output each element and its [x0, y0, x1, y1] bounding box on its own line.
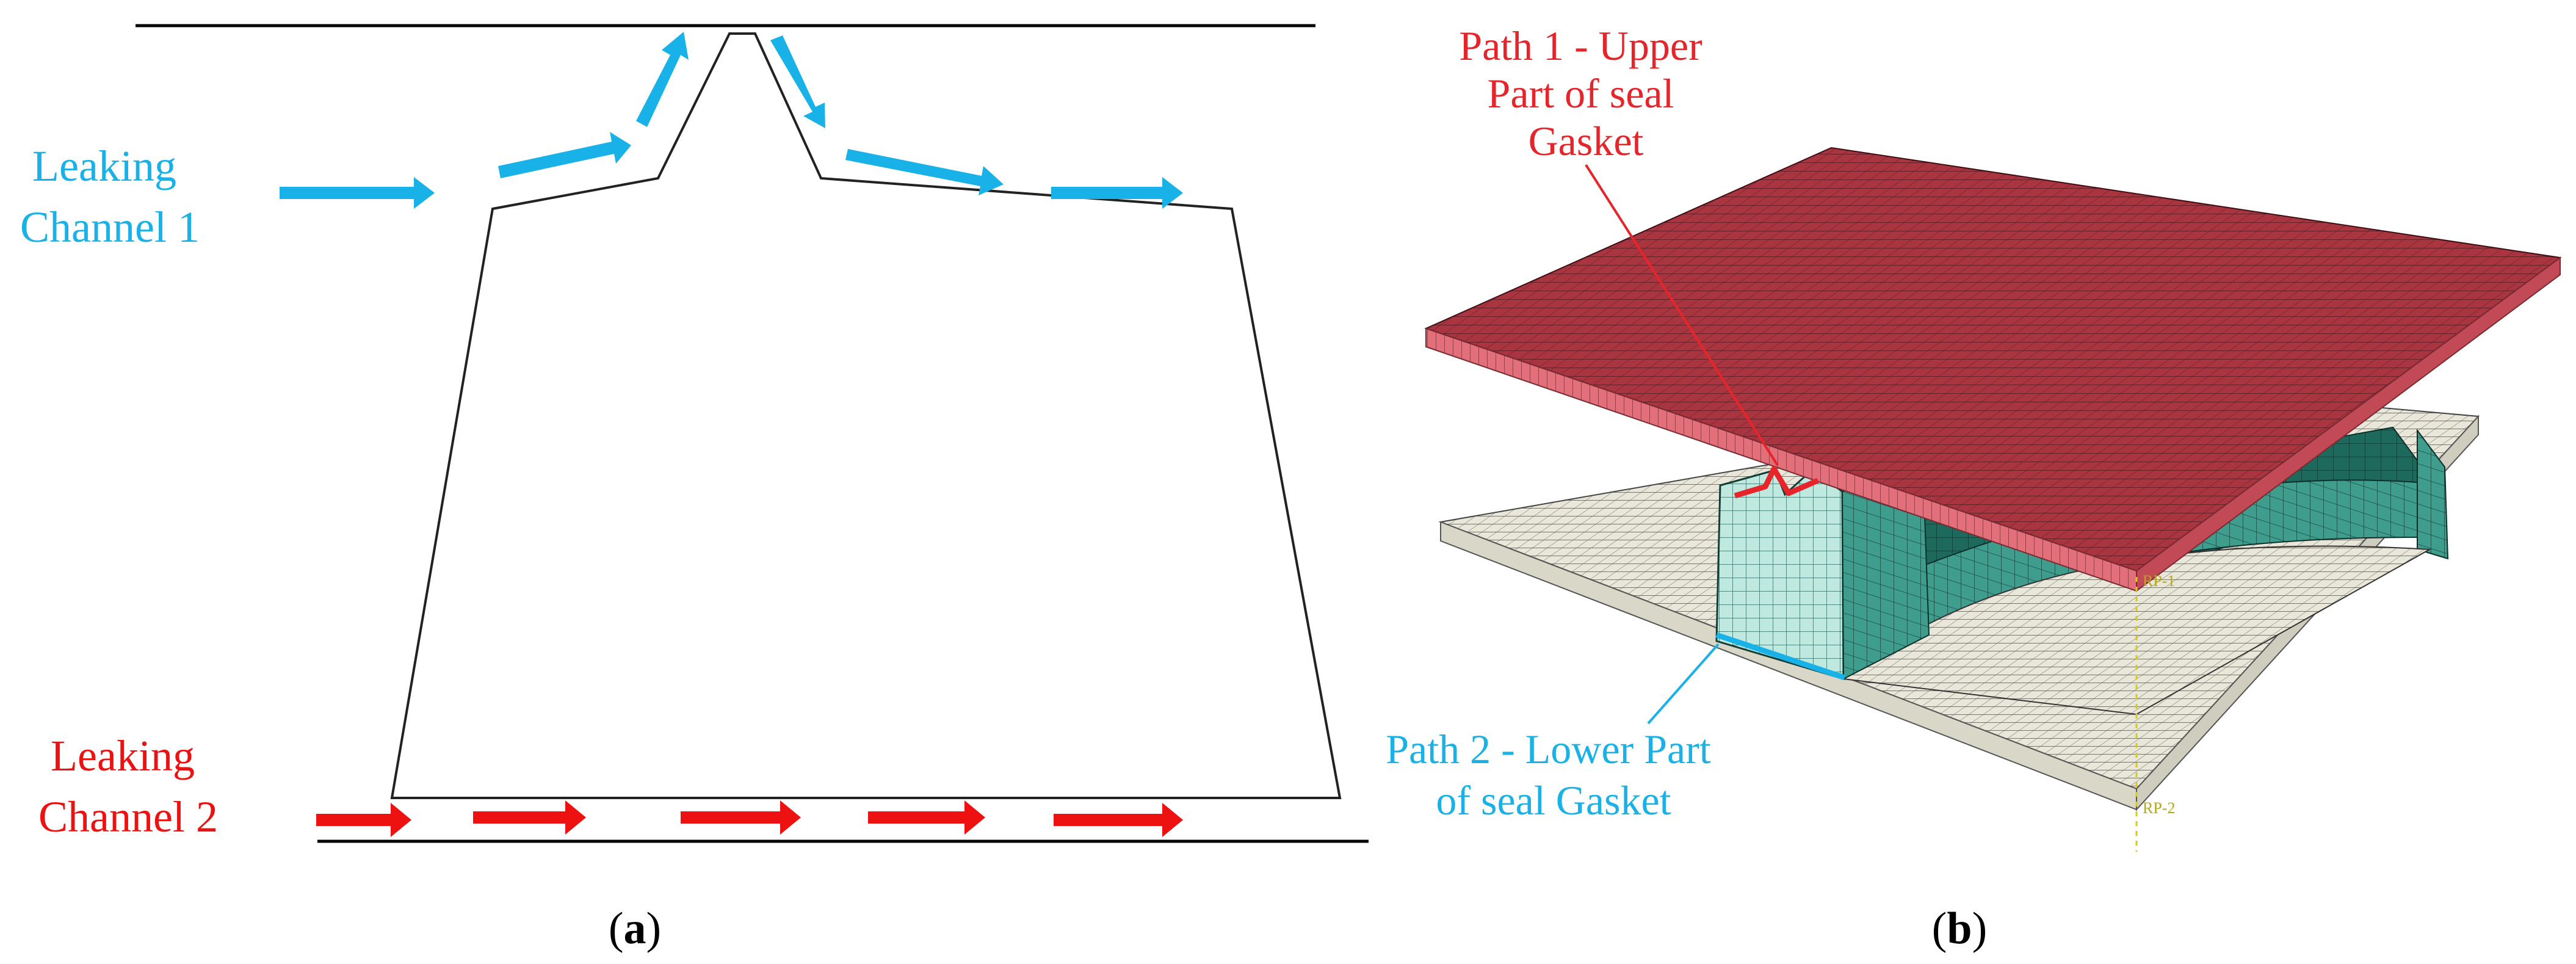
rp-1-label: RP-1 [2143, 572, 2175, 590]
channel-1-arrow [498, 132, 631, 178]
channel-1-line-2: Channel 1 [20, 203, 200, 252]
channel-2-arrow [1054, 803, 1183, 837]
channel-1-arrow [636, 32, 689, 127]
rp-2-label: RP-2 [2143, 799, 2175, 817]
leaking-channel-1-arrows [280, 32, 1183, 209]
gasket-right-wall [2417, 429, 2449, 560]
channel-1-line-1: Leaking [32, 142, 176, 190]
path-1-leader-line [1585, 164, 1779, 466]
caption-a: (a) [609, 904, 661, 954]
path-1-line-1: Path 1 - Upper [1459, 23, 1702, 69]
channel-2-arrow [316, 803, 411, 837]
channel-1-arrow [770, 35, 825, 128]
channel-1-arrow [1051, 177, 1183, 209]
channel-1-arrow [280, 177, 435, 209]
upper-plate-side-edge [2136, 256, 2561, 592]
seal-gasket-outline [390, 32, 1342, 799]
caption-b: (b) [1932, 904, 1987, 954]
panel-b: RP-1 RP-2 Path 1 - Upper Part of seal Ga… [1386, 23, 2562, 954]
channel-2-line-1: Leaking [51, 731, 195, 780]
path-1-line-2: Part of seal [1488, 70, 1674, 117]
channel-2-arrow [868, 800, 985, 835]
path-2-line-2: of seal Gasket [1436, 777, 1671, 824]
leaking-channel-2-label: Leaking Channel 2 [38, 731, 218, 841]
channel-2-arrow [681, 800, 801, 835]
path-1-label: Path 1 - Upper Part of seal Gasket [1459, 23, 1712, 164]
path-2-line-1: Path 2 - Lower Part [1386, 726, 1711, 772]
path-1-highlight [1734, 466, 1819, 499]
channel-1-arrow [845, 149, 1004, 195]
panel-a: Leaking Channel 1 Leaking Channel 2 (a) [20, 24, 1369, 954]
path-2-leader-line [1647, 643, 1720, 725]
path-1-line-3: Gasket [1529, 118, 1644, 164]
path-2-highlight [1715, 632, 1846, 681]
leaking-channel-2-arrows [316, 800, 1183, 837]
path-2-label: Path 2 - Lower Part of seal Gasket [1386, 726, 1721, 824]
gasket-front-face [1715, 469, 1845, 681]
leaking-channel-1-label: Leaking Channel 1 [20, 142, 200, 252]
channel-2-arrow [473, 800, 586, 835]
channel-2-line-2: Channel 2 [38, 792, 218, 841]
